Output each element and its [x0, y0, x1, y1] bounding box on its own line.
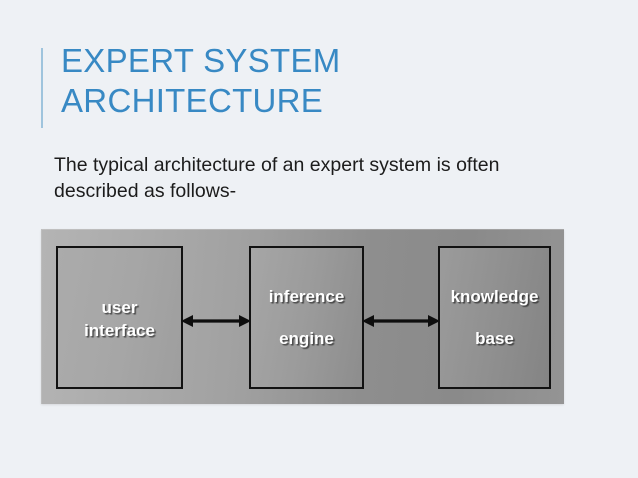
slide-title-block: EXPERT SYSTEM ARCHITECTURE — [41, 42, 601, 135]
diagram-box-user-interface: user interface — [56, 246, 183, 389]
body-paragraph: The typical architecture of an expert sy… — [54, 154, 500, 202]
connector-user-interface-to-inference-engine — [181, 310, 251, 332]
title-accent-rule — [41, 48, 43, 128]
connector-inference-engine-to-knowledge-base — [362, 310, 440, 332]
user-interface-label-line1: user — [101, 297, 138, 317]
knowledge-base-label-line1: knowledge — [450, 287, 539, 306]
diagram-box-knowledge-base: knowledge base — [438, 246, 551, 389]
diagram-box-inference-engine: inference engine — [249, 246, 364, 389]
knowledge-base-label-line2: base — [475, 329, 514, 348]
inference-engine-label-line1: inference — [268, 287, 345, 306]
user-interface-label-line2: interface — [84, 320, 155, 340]
inference-engine-label-line2: engine — [279, 329, 334, 348]
page-title: EXPERT SYSTEM ARCHITECTURE — [61, 42, 341, 119]
user-interface-label: user interface — [84, 297, 155, 341]
architecture-diagram-panel: user interface inference engine knowledg… — [41, 229, 564, 404]
